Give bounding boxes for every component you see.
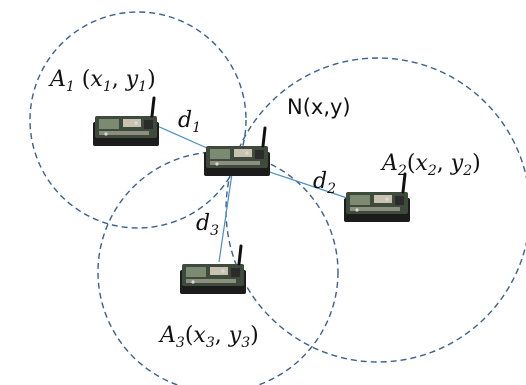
coverage-circle-a1 — [29, 11, 247, 229]
sensor-node-a1-icon — [91, 96, 161, 148]
distance-label-d1: d1 — [178, 108, 201, 136]
anchor-label-a2: A2(x2, y2) — [380, 151, 481, 179]
sensor-node-a3-icon — [178, 244, 248, 296]
distance-label-d3: d3 — [196, 211, 219, 239]
coverage-circle-a2 — [225, 57, 526, 363]
distance-line-d3 — [218, 159, 235, 263]
node-label-n: N(x,y) — [287, 95, 351, 119]
anchor-label-a3: A3(x3, y3) — [158, 323, 259, 351]
anchor-label-a1: A1 (x1, y1) — [48, 67, 156, 95]
distance-label-d2: d2 — [313, 169, 336, 197]
sensor-node-a2-icon — [342, 172, 412, 224]
sensor-node-n-icon — [202, 126, 272, 178]
